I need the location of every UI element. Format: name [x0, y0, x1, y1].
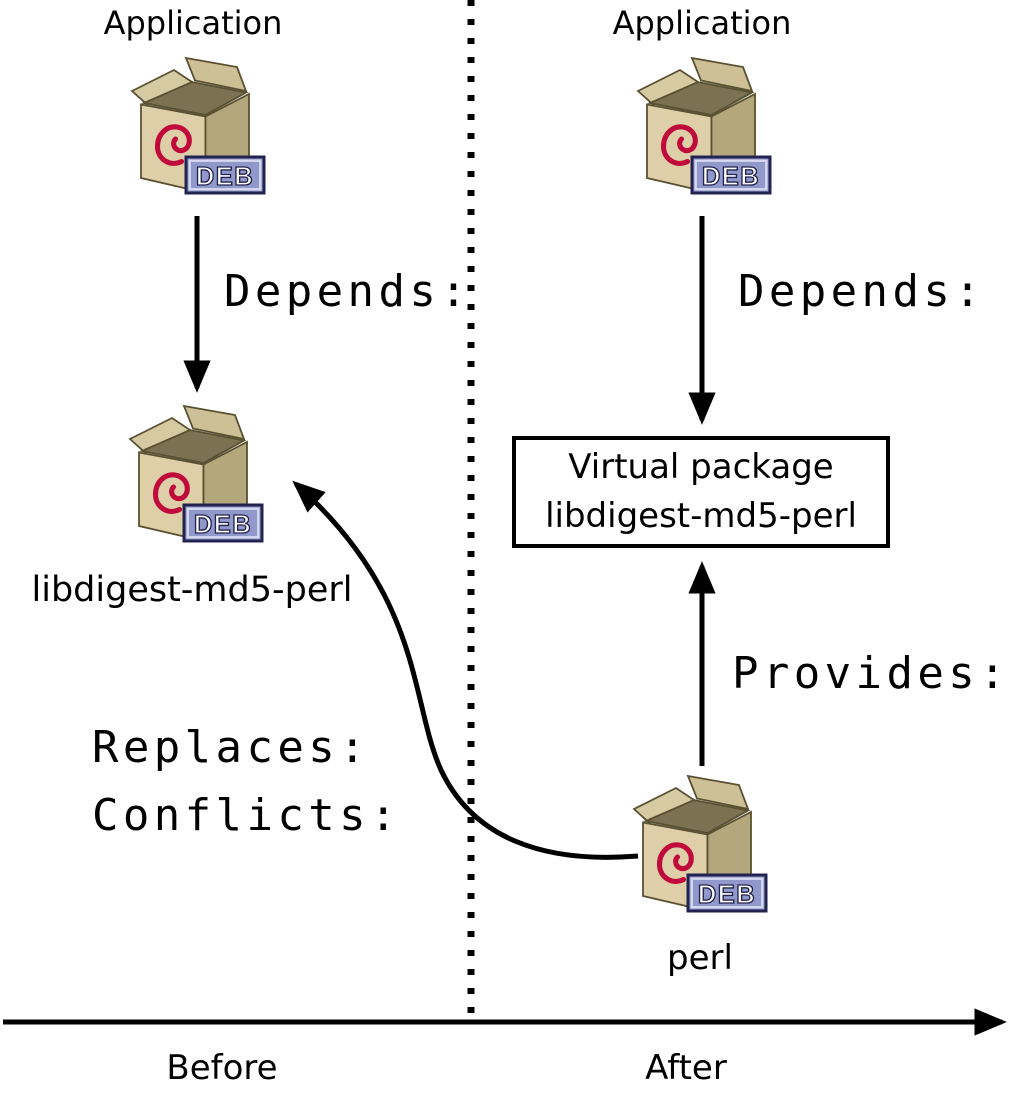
timeline-after-label: After [645, 1048, 727, 1088]
provides-label: Provides: [732, 648, 1011, 699]
replaces-label: Replaces: [92, 722, 371, 773]
virtual-package-line1: Virtual package [568, 446, 834, 487]
package-name-perl: perl [667, 938, 733, 978]
depends-label-after: Depends: [738, 266, 986, 317]
virtual-package-box: Virtual package libdigest-md5-perl [512, 436, 890, 548]
package-name-libdigest: libdigest-md5-perl [31, 570, 353, 610]
deb-package-icon-application-before [120, 52, 270, 202]
application-label-before: Application [103, 4, 283, 42]
deb-package-icon-libdigest [118, 400, 268, 550]
timeline-before-label: Before [166, 1048, 278, 1088]
deb-package-icon-application-after [626, 52, 776, 202]
depends-label-before: Depends: [224, 266, 472, 317]
deb-package-icon-perl [622, 770, 772, 920]
application-label-after: Application [612, 4, 792, 42]
virtual-package-line2: libdigest-md5-perl [545, 496, 857, 536]
conflicts-label: Conflicts: [92, 790, 401, 841]
